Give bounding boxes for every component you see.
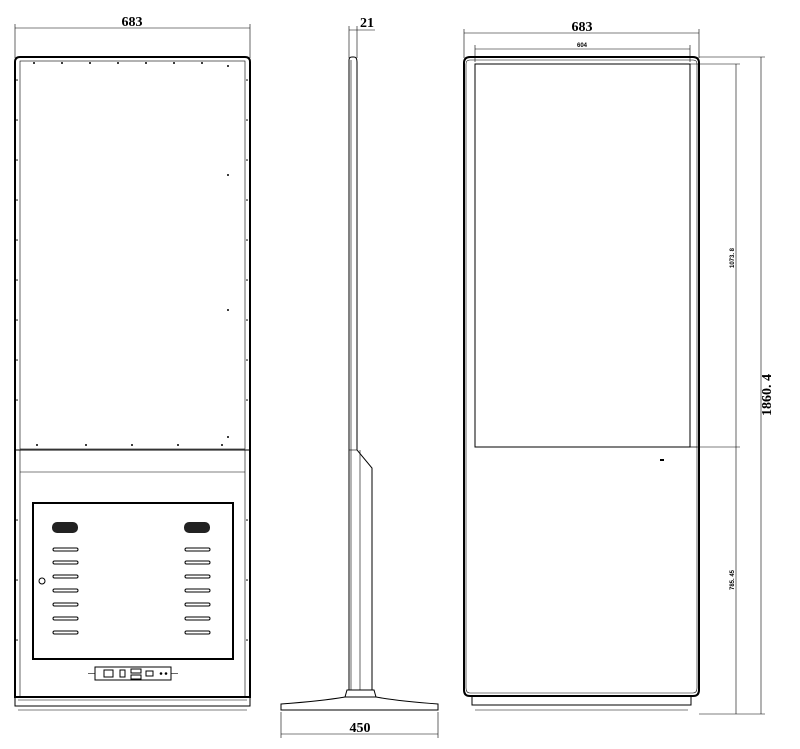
right-vent-slots — [184, 547, 211, 635]
side-panel-outline — [348, 56, 373, 691]
right-speaker-icon — [184, 522, 210, 533]
front-base — [14, 696, 251, 707]
left-vent-slots — [52, 547, 79, 635]
front-body-outline — [14, 56, 251, 698]
panel-lock-icon — [38, 577, 46, 585]
front-width-label: 683 — [122, 15, 143, 30]
front-screen-area — [19, 60, 246, 450]
back-view: 683 604 1073. 8 785. 45 1860. 4 — [463, 20, 775, 715]
front-view: 683 — [14, 15, 251, 711]
screen-height-label: 1073. 8 — [730, 247, 736, 268]
screen-width-label: 604 — [577, 43, 588, 49]
back-marker — [660, 459, 664, 461]
back-screen-area — [474, 63, 691, 448]
side-neck — [344, 689, 377, 698]
front-access-panel — [32, 502, 234, 660]
back-width-label: 683 — [572, 20, 593, 35]
cabinet-height-label: 785. 45 — [730, 569, 736, 590]
total-height-label: 1860. 4 — [760, 374, 775, 416]
front-screw-dots — [16, 62, 248, 641]
io-port-strip — [88, 666, 178, 681]
back-body-outline — [463, 56, 700, 697]
back-base — [471, 695, 692, 706]
side-view: 21 450 — [280, 16, 439, 738]
left-speaker-icon — [52, 522, 78, 533]
base-width-label: 450 — [350, 721, 371, 736]
side-depth-label: 21 — [360, 16, 374, 31]
side-foot — [280, 696, 439, 711]
